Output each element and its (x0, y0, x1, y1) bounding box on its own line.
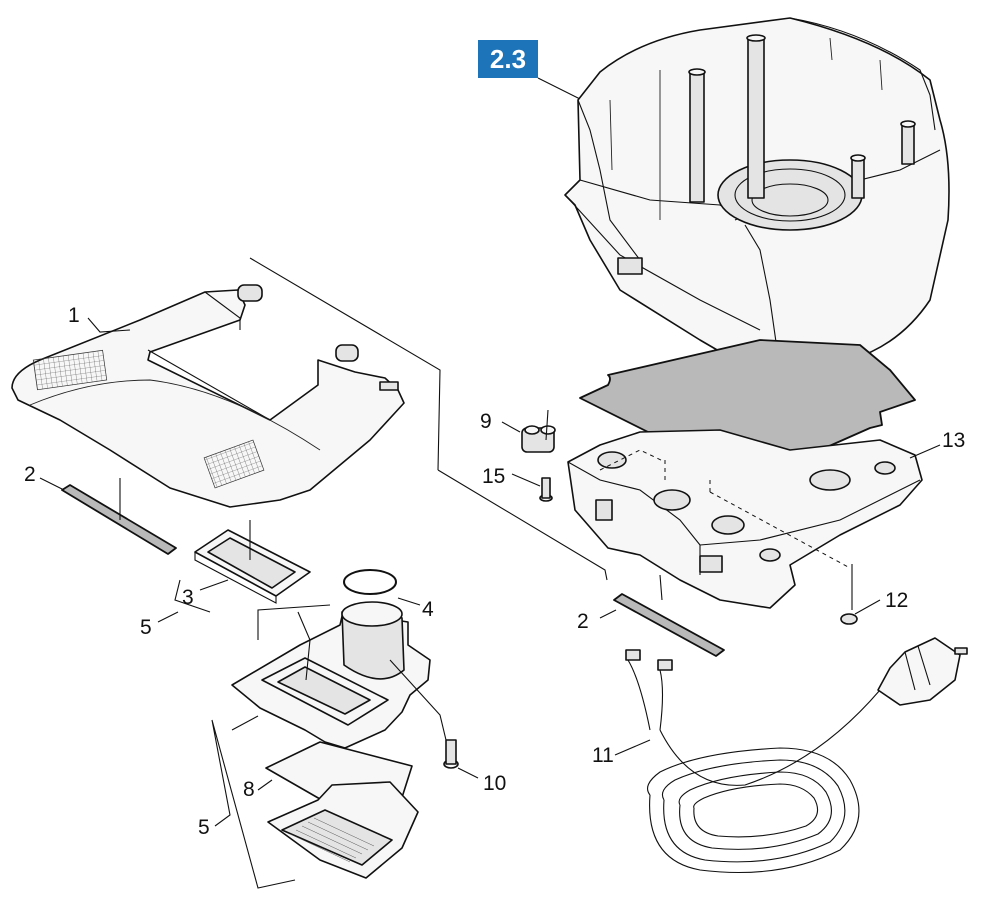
power-cord (625, 637, 968, 874)
callout-12: 12 (885, 589, 908, 612)
rubber-foot (840, 613, 858, 625)
section-badge-background (478, 40, 538, 78)
clamp-part (521, 425, 556, 453)
callout-8: 8 (243, 778, 255, 801)
callout-2-right: 2 (577, 610, 589, 633)
o-ring (343, 569, 397, 595)
callout-2-left: 2 (24, 463, 36, 486)
callout-11: 11 (592, 744, 614, 767)
callout-13: 13 (942, 429, 965, 452)
seal-strip-left (61, 484, 177, 555)
screw-10 (443, 739, 459, 769)
base-tray (567, 429, 923, 609)
housing-shell (564, 17, 950, 377)
callout-5-bottom: 5 (198, 816, 210, 839)
section-badge: 2.3 (478, 40, 538, 78)
callout-9: 9 (480, 410, 492, 433)
cover-lid (11, 284, 405, 508)
section-badge-label: 2.3 (490, 44, 526, 74)
seal-strip-right (613, 593, 725, 657)
filter-tray (267, 781, 419, 879)
callout-3: 3 (182, 586, 194, 609)
callout-1: 1 (68, 304, 80, 327)
screw-15 (539, 477, 553, 502)
callout-4: 4 (422, 598, 434, 621)
adapter-plate (231, 601, 431, 749)
callout-10: 10 (483, 772, 506, 795)
callout-5-top: 5 (140, 616, 152, 639)
filter-frame (194, 529, 311, 604)
callout-15: 15 (482, 465, 505, 488)
